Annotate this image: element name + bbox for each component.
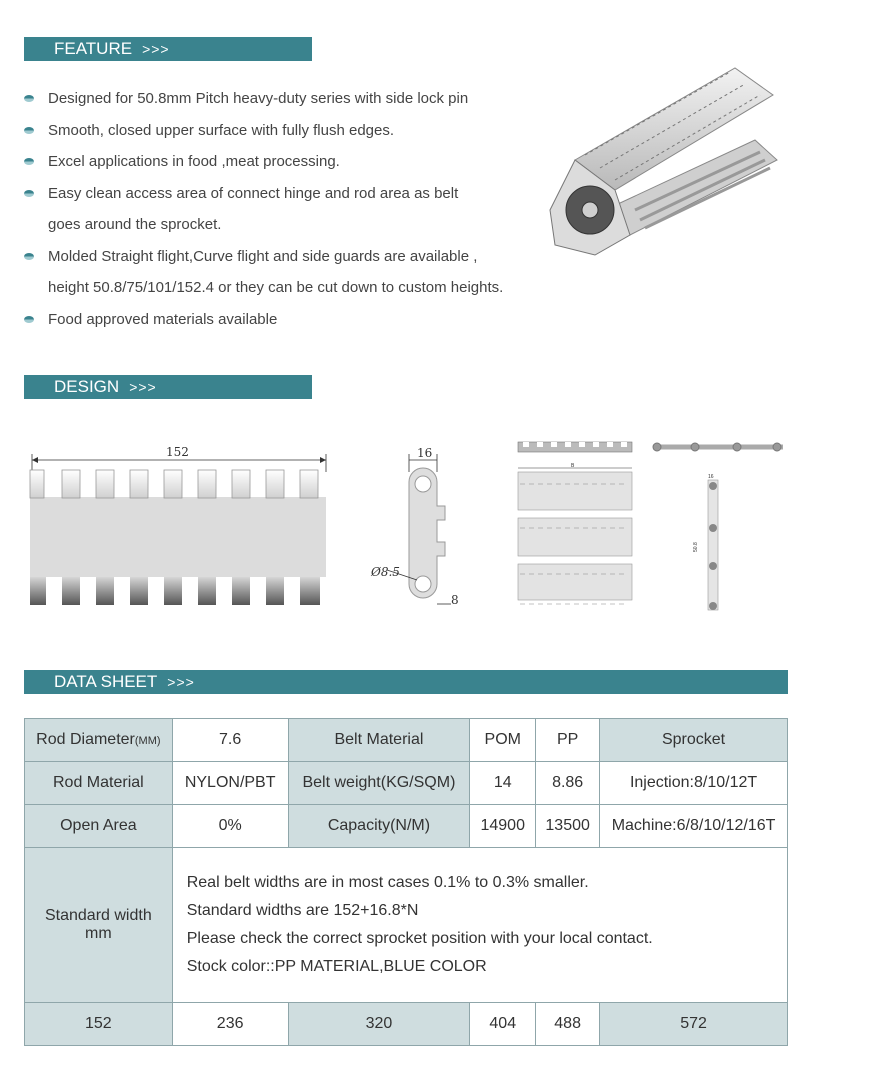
sprocket-label: Sprocket [599, 718, 788, 762]
open-area-label: Open Area [24, 804, 173, 848]
design-header: DESIGN >>> [24, 375, 312, 399]
sprocket-machine: Machine:6/8/10/12/16T [599, 804, 788, 848]
feature-header: FEATURE >>> [24, 37, 312, 61]
note-line: Real belt widths are in most cases 0.1% … [186, 874, 589, 891]
note-line: Standard widths are 152+16.8*N [186, 902, 419, 919]
module-side-view-drawing: 16 Ø8.5 8 [370, 446, 459, 607]
feature-text: Easy clean access area of connect hinge … [48, 184, 459, 202]
feature-list: Designed for 50.8mm Pitch heavy-duty ser… [24, 83, 544, 335]
sprocket-injection: Injection:8/10/12T [599, 761, 788, 805]
side-width-label: 16 [417, 446, 432, 460]
capacity-pp: 13500 [535, 804, 601, 848]
feature-text: Smooth, closed upper surface with fully … [48, 121, 395, 139]
material-pom: POM [469, 718, 537, 762]
data-sheet-table: Rod Diameter(MM) 7.6 Belt Material POM P… [24, 718, 789, 1046]
width-value: 152 [24, 1002, 173, 1046]
module-detail-views-drawing: B 16 50.8 [517, 441, 783, 611]
width-value: 236 [171, 1002, 289, 1046]
note-line: Please check the correct sprocket positi… [186, 930, 653, 947]
feature-arrows: >>> [142, 41, 170, 57]
rod-material-value: NYLON/PBT [171, 761, 289, 805]
module-top-view-drawing: 152 [29, 445, 327, 605]
feature-text: Excel applications in food ,meat process… [48, 153, 340, 170]
feature-item: Excel applications in food ,meat process… [24, 146, 544, 178]
feature-text: Designed for 50.8mm Pitch heavy-duty ser… [48, 90, 469, 107]
rod-diameter-unit: (MM) [134, 735, 161, 747]
feature-item: Molded Straight flight,Curve flight and … [24, 241, 544, 304]
feature-item: Food approved materials available [24, 304, 544, 336]
note-line: Stock color::PP MATERIAL,BLUE COLOR [186, 958, 487, 975]
belt-weight-pp: 8.86 [535, 761, 601, 805]
rod-material-label: Rod Material [24, 761, 173, 805]
small-pitch-label: 50.8 [693, 542, 699, 552]
belt-material-label: Belt Material [287, 718, 471, 762]
open-area-value: 0% [171, 804, 289, 848]
bullet-icon [24, 189, 34, 197]
table-row: Open Area 0% Capacity(N/M) 14900 13500 M… [24, 804, 788, 848]
design-title: DESIGN [54, 377, 120, 396]
feature-item: Designed for 50.8mm Pitch heavy-duty ser… [24, 83, 544, 115]
datasheet-title: DATA SHEET [54, 672, 158, 691]
feature-text: Molded Straight flight,Curve flight and … [48, 247, 478, 265]
bullet-icon [24, 315, 34, 323]
feature-text-continued: goes around the sprocket. [48, 216, 222, 233]
table-row: 152 236 320 404 488 572 [24, 1002, 788, 1046]
small-side-label: 16 [708, 474, 714, 480]
rod-diameter-value: 7.6 [171, 718, 289, 762]
feature-title: FEATURE [54, 39, 133, 58]
notes-cell: Real belt widths are in most cases 0.1% … [171, 847, 789, 1003]
feature-text: Food approved materials available [48, 310, 278, 328]
small-width-label: B [571, 463, 575, 469]
belt-3d-illustration [549, 67, 778, 256]
table-row: Rod Material NYLON/PBT Belt weight(KG/SQ… [24, 761, 788, 805]
feature-text-continued: height 50.8/75/101/152.4 or they can be … [48, 279, 504, 296]
table-row: Standard width mm Real belt widths are i… [24, 847, 789, 1003]
table-row: Rod Diameter(MM) 7.6 Belt Material POM P… [24, 718, 788, 762]
width-value: 404 [469, 1002, 537, 1046]
material-pp: PP [535, 718, 601, 762]
width-value: 572 [599, 1002, 788, 1046]
standard-width-label: Standard width mm [24, 847, 173, 1003]
belt-weight-label: Belt weight(KG/SQM) [287, 761, 471, 805]
bullet-icon [24, 95, 34, 102]
rod-diameter-label: Rod Diameter(MM) [24, 718, 173, 762]
bullet-icon [24, 158, 34, 165]
width-dimension-label: 152 [166, 445, 189, 459]
width-value: 320 [287, 1002, 471, 1046]
datasheet-header: DATA SHEET >>> [24, 670, 788, 694]
width-value: 488 [535, 1002, 601, 1046]
bullet-icon [24, 252, 34, 260]
capacity-label: Capacity(N/M) [287, 804, 471, 848]
belt-weight-pom: 14 [469, 761, 537, 805]
capacity-pom: 14900 [469, 804, 537, 848]
bullet-icon [24, 126, 34, 134]
hole-diameter-label: Ø8.5 [370, 565, 400, 579]
datasheet-arrows: >>> [167, 674, 195, 690]
edge-dimension-label: 8 [451, 593, 459, 607]
feature-item: Easy clean access area of connect hinge … [24, 178, 544, 241]
design-arrows: >>> [129, 379, 157, 395]
feature-item: Smooth, closed upper surface with fully … [24, 115, 544, 147]
